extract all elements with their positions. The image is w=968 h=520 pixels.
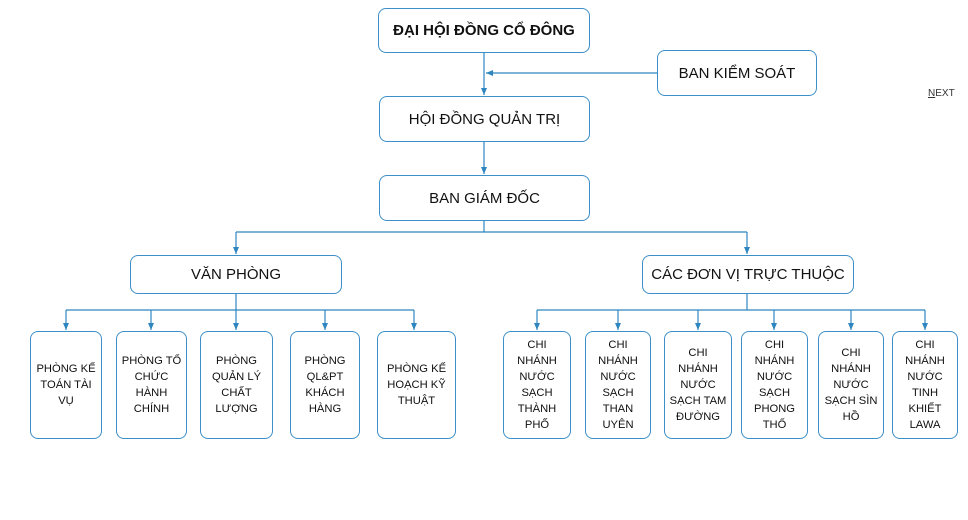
branch-box: CHI NHÁNH NƯỚC SẠCH THAN UYÊN xyxy=(585,331,651,439)
next-link[interactable]: NEXT xyxy=(928,88,955,99)
department-label: PHÒNG KẾ HOẠCH KỸ THUẬT xyxy=(386,363,447,407)
supervisory-board-box: BAN KIỂM SOÁT xyxy=(657,50,817,96)
branch-box: CHI NHÁNH NƯỚC SẠCH TAM ĐƯỜNG xyxy=(664,331,732,439)
next-link-first-letter: N xyxy=(928,88,936,99)
board-of-directors-box: HỘI ĐỒNG QUẢN TRỊ xyxy=(379,96,590,142)
department-box: PHÒNG QL&PT KHÁCH HÀNG xyxy=(290,331,360,439)
general-meeting-box: ĐẠI HỘI ĐỒNG CỔ ĐÔNG xyxy=(378,8,590,53)
branch-label: CHI NHÁNH NƯỚC SẠCH THÀNH PHỐ xyxy=(517,339,557,431)
supervisory-board-label: BAN KIỂM SOÁT xyxy=(678,64,796,82)
branch-box: CHI NHÁNH NƯỚC TINH KHIẾT LAWA xyxy=(892,331,958,439)
affiliated-units-label: CÁC ĐƠN VỊ TRỰC THUỘC xyxy=(651,266,845,283)
affiliated-units-box: CÁC ĐƠN VỊ TRỰC THUỘC xyxy=(642,255,854,294)
department-box: PHÒNG TỔ CHỨC HÀNH CHÍNH xyxy=(116,331,187,439)
department-label: PHÒNG TỔ CHỨC HÀNH CHÍNH xyxy=(121,355,182,415)
executive-board-label: BAN GIÁM ĐỐC xyxy=(429,189,540,207)
department-box: PHÒNG KẾ TOÁN TÀI VỤ xyxy=(30,331,102,439)
department-label: PHÒNG QL&PT KHÁCH HÀNG xyxy=(304,355,346,415)
department-label: PHÒNG KẾ TOÁN TÀI VỤ xyxy=(36,363,96,407)
branch-box: CHI NHÁNH NƯỚC SẠCH THÀNH PHỐ xyxy=(503,331,571,439)
board-of-directors-label: HỘI ĐỒNG QUẢN TRỊ xyxy=(408,110,561,128)
general-meeting-label: ĐẠI HỘI ĐỒNG CỔ ĐÔNG xyxy=(393,22,575,39)
branch-label: CHI NHÁNH NƯỚC SẠCH PHONG THỔ xyxy=(753,339,796,431)
branch-box: CHI NHÁNH NƯỚC SẠCH SÌN HỒ xyxy=(818,331,884,439)
branch-label: CHI NHÁNH NƯỚC SẠCH SÌN HỒ xyxy=(824,347,878,423)
branch-label: CHI NHÁNH NƯỚC SẠCH TAM ĐƯỜNG xyxy=(669,347,727,423)
executive-board-box: BAN GIÁM ĐỐC xyxy=(379,175,590,221)
branch-box: CHI NHÁNH NƯỚC SẠCH PHONG THỔ xyxy=(741,331,808,439)
department-box: PHÒNG KẾ HOẠCH KỸ THUẬT xyxy=(377,331,456,439)
office-box: VĂN PHÒNG xyxy=(130,255,342,294)
next-link-rest: EXT xyxy=(935,88,955,99)
department-box: PHÒNG QUẢN LÝ CHẤT LƯỢNG xyxy=(200,331,273,439)
branch-label: CHI NHÁNH NƯỚC TINH KHIẾT LAWA xyxy=(905,339,945,431)
department-label: PHÒNG QUẢN LÝ CHẤT LƯỢNG xyxy=(211,355,262,415)
branch-label: CHI NHÁNH NƯỚC SẠCH THAN UYÊN xyxy=(598,339,638,431)
office-label: VĂN PHÒNG xyxy=(190,266,281,283)
